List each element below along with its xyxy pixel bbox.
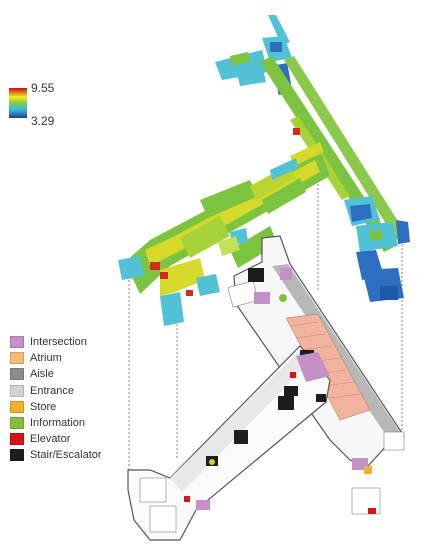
- information-point: [279, 294, 287, 302]
- legend-label: Information: [30, 417, 86, 430]
- legend-swatch: [10, 449, 24, 462]
- legend-label: Elevator: [30, 433, 71, 446]
- legend-item: Stair/Escalator: [10, 447, 102, 463]
- legend-item: Elevator: [10, 431, 102, 447]
- store-point: [364, 466, 372, 474]
- aisle-left: [170, 350, 310, 492]
- legend-item: Aisle: [10, 366, 102, 382]
- legend-item: Entrance: [10, 383, 102, 399]
- legend-item: Store: [10, 399, 102, 415]
- stair-rooms: [139, 280, 405, 533]
- heatmap-right-corridor: [260, 56, 410, 302]
- heatmap-left-corridor: [118, 142, 330, 326]
- floor-plan: [127, 235, 405, 541]
- legend-swatch: [10, 368, 24, 381]
- legend-item: Information: [10, 415, 102, 431]
- legend-label: Stair/Escalator: [30, 449, 102, 462]
- colorbar: [9, 88, 27, 118]
- legend-swatch: [10, 352, 24, 365]
- legend-label: Atrium: [30, 352, 62, 365]
- legend-item: Intersection: [10, 334, 102, 350]
- legend-swatch: [10, 336, 24, 349]
- legend-label: Store: [30, 400, 57, 413]
- intersection-zones: [196, 268, 368, 510]
- elevator-point-2: [368, 508, 376, 514]
- heatmap-upper-floor: [118, 15, 410, 326]
- projection-lines: [128, 180, 403, 470]
- legend-swatch: [10, 400, 24, 413]
- legend-item: Atrium: [10, 350, 102, 366]
- legend-swatch: [10, 417, 24, 430]
- information-point-2: [209, 459, 215, 465]
- legend-label: Aisle: [30, 368, 54, 381]
- legend-swatch: [10, 433, 24, 446]
- colorbar-max-label: 9.55: [31, 81, 55, 95]
- legend-swatch: [10, 384, 24, 397]
- legend: Intersection Atrium Aisle Entrance Store…: [10, 334, 102, 464]
- legend-label: Intersection: [30, 336, 87, 349]
- colorbar-min-label: 3.29: [31, 114, 55, 128]
- elevator-point-3: [184, 496, 190, 502]
- legend-label: Entrance: [30, 384, 75, 397]
- heatmap-top-wing: [215, 15, 293, 95]
- elevator-point: [290, 372, 296, 378]
